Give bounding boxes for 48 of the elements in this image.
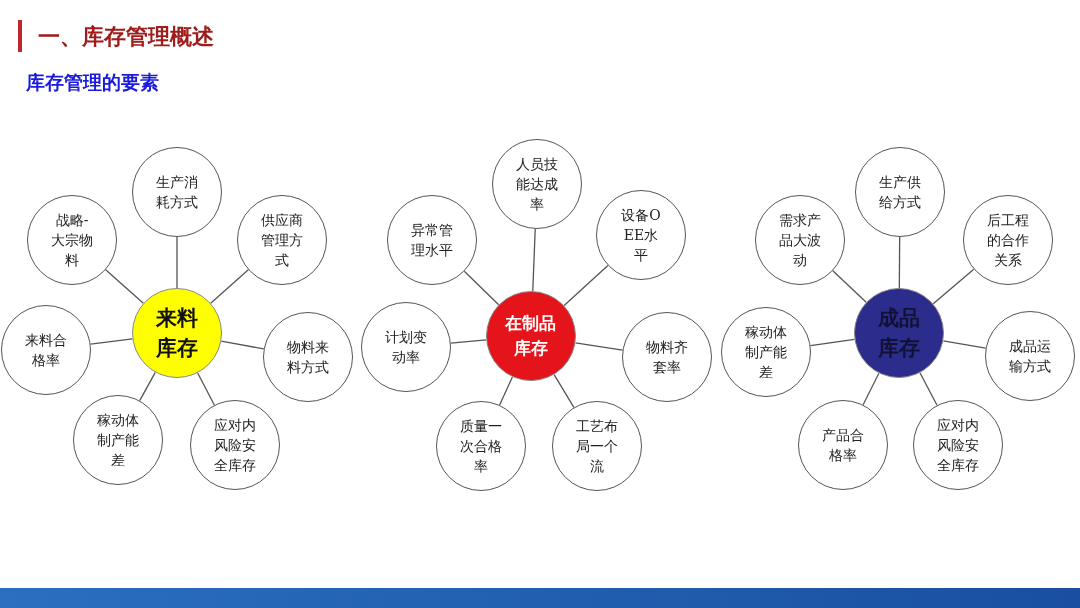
circle-label: 物料齐套率: [645, 337, 689, 377]
circle-label: 战略-大宗物料: [50, 210, 94, 271]
connector-line: [176, 236, 178, 289]
circle-label: 应对内风险安全库存: [936, 415, 980, 476]
connector-line: [463, 270, 500, 306]
circle-label: 质量一次合格率: [459, 416, 503, 477]
connector-line: [809, 338, 856, 347]
connector-line: [553, 373, 575, 409]
circle-label: 供应商管理方式: [260, 210, 304, 271]
circle-label: 物料来料方式: [286, 337, 330, 377]
connector-line: [932, 268, 975, 305]
circle-label: 计划变动率: [384, 327, 428, 367]
circle-label: 人员技能达成率: [515, 154, 559, 215]
circle-label: 设备OEE水平: [620, 205, 662, 266]
circle-label: 成品运输方式: [1008, 336, 1052, 376]
connector-line: [105, 269, 144, 304]
circle-label: 需求产品大波动: [778, 210, 822, 271]
circle-label: 应对内风险安全库存: [213, 415, 257, 476]
connector-line: [532, 228, 536, 292]
connector-line: [450, 339, 487, 344]
connector-line: [919, 372, 938, 406]
circle-label: 稼动体制产能差: [744, 322, 788, 383]
connector-line: [89, 338, 133, 345]
circle-label: 异常管理水平: [410, 220, 454, 260]
connector-line: [498, 376, 514, 406]
section-heading: 库存管理的要素: [26, 70, 159, 95]
circle-label: 来料库存: [155, 303, 199, 362]
circle-label: 在制品库存: [504, 312, 558, 360]
circle-label: 来料合格率: [24, 330, 68, 370]
circle-label: 成品库存: [877, 303, 921, 362]
circle-label: 产品合格率: [821, 425, 865, 465]
connector-line: [942, 340, 987, 349]
connector-line: [139, 371, 156, 402]
circle-label: 生产供给方式: [878, 172, 922, 212]
connector-line: [220, 340, 265, 350]
circle-label: 后工程的合作关系: [986, 210, 1030, 271]
hub-circle: [132, 288, 222, 378]
connector-line: [832, 270, 867, 303]
circle-label: 稼动体制产能差: [96, 410, 140, 471]
circle-label: 工艺布局一个流: [575, 416, 619, 477]
connector-line: [862, 372, 880, 406]
connector-line: [574, 342, 624, 351]
connector-line: [210, 269, 249, 304]
connector-line: [563, 264, 609, 307]
connector-line: [898, 236, 901, 289]
slide-title: 一、库存管理概述: [38, 23, 214, 51]
connector-line: [197, 372, 215, 406]
circle-label: 生产消耗方式: [155, 172, 199, 212]
